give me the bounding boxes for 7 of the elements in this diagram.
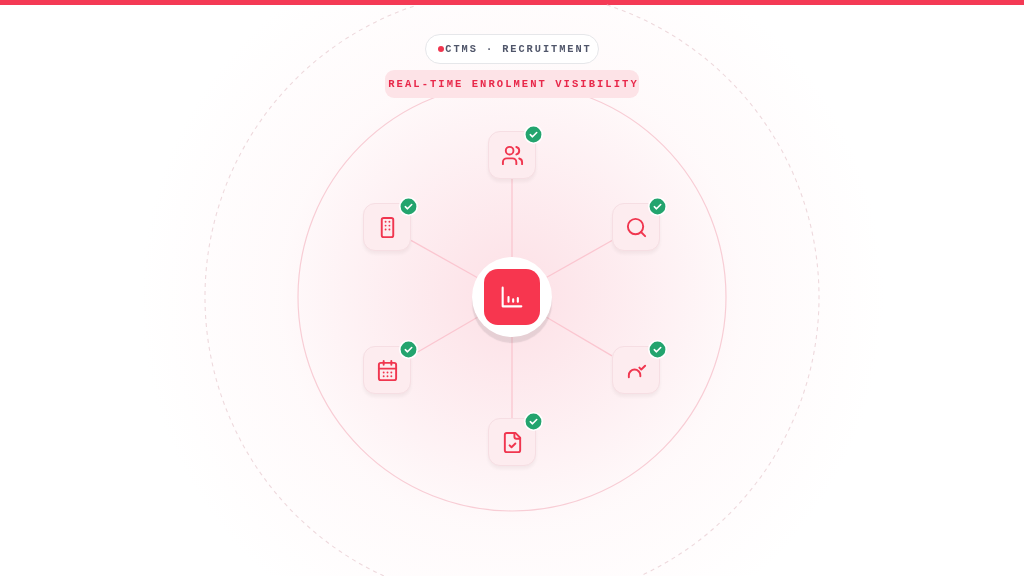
hub-circle: [472, 257, 552, 337]
connector-line: [410, 239, 478, 279]
connector-line: [545, 316, 613, 357]
heading-banner: REAL-TIME ENROLMENT VISIBILITY: [385, 70, 639, 98]
connector-line: [416, 316, 479, 353]
tag-text: CTMS · RECRUITMENT: [445, 43, 592, 55]
connector-line: [546, 239, 613, 278]
